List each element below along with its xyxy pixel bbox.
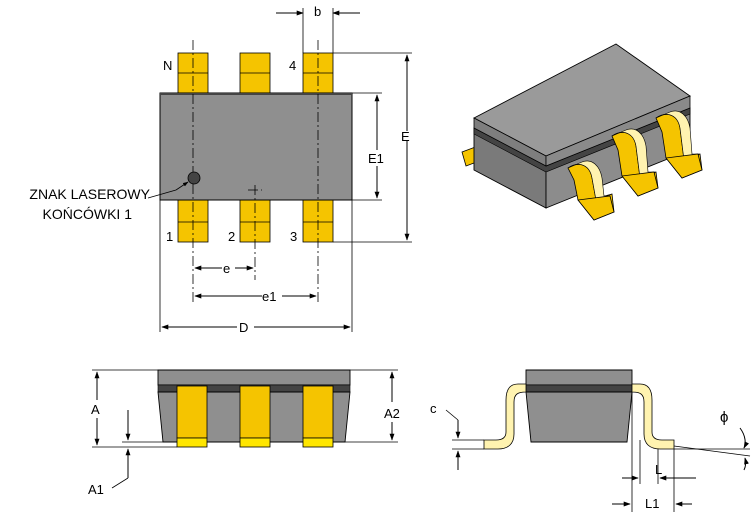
dim-L-label: L xyxy=(655,462,662,477)
pin-label-n: N xyxy=(163,58,172,73)
dim-E-label: E xyxy=(401,129,410,144)
top-view: N 4 1 2 3 ZNAK LASEROWY KOŃCÓWKI 1 b E E… xyxy=(29,4,412,335)
package-body-top xyxy=(159,92,353,201)
dim-D-label: D xyxy=(239,320,248,335)
dim-L1-label: L1 xyxy=(645,496,659,511)
isometric-view xyxy=(461,43,703,221)
side-lead-right xyxy=(631,383,675,450)
dim-b-label: b xyxy=(314,4,321,19)
pin-label-1: 1 xyxy=(166,229,173,244)
dim-c-label: c xyxy=(430,401,437,416)
dim-A1-label: A1 xyxy=(88,482,104,497)
dim-A2-label: A2 xyxy=(384,406,400,421)
side-lead-left xyxy=(483,383,527,450)
dim-e-label: e xyxy=(223,261,230,276)
dim-E1-label: E1 xyxy=(368,151,384,166)
dim-e1-label: e1 xyxy=(262,289,276,304)
iso-lead-2 xyxy=(611,128,659,197)
iso-lead-1 xyxy=(567,160,615,221)
dim-phi-label: ϕ xyxy=(720,409,728,426)
iso-lead-3 xyxy=(655,110,703,179)
pin-label-4: 4 xyxy=(289,58,296,73)
front-lead-2 xyxy=(239,385,271,439)
laser-marker-label-line2: KOŃCÓWKI 1 xyxy=(43,206,133,222)
front-lead-3 xyxy=(302,385,334,439)
front-view: A A1 A2 xyxy=(88,369,400,497)
pin-label-3: 3 xyxy=(290,229,297,244)
pin-label-2: 2 xyxy=(228,229,235,244)
pin1-laser-marker xyxy=(187,171,201,185)
side-view: c L L1 ϕ xyxy=(430,369,751,512)
front-lead-1 xyxy=(176,385,208,439)
dim-A-label: A xyxy=(91,402,100,417)
laser-marker-label-line1: ZNAK LASEROWY xyxy=(29,186,150,202)
